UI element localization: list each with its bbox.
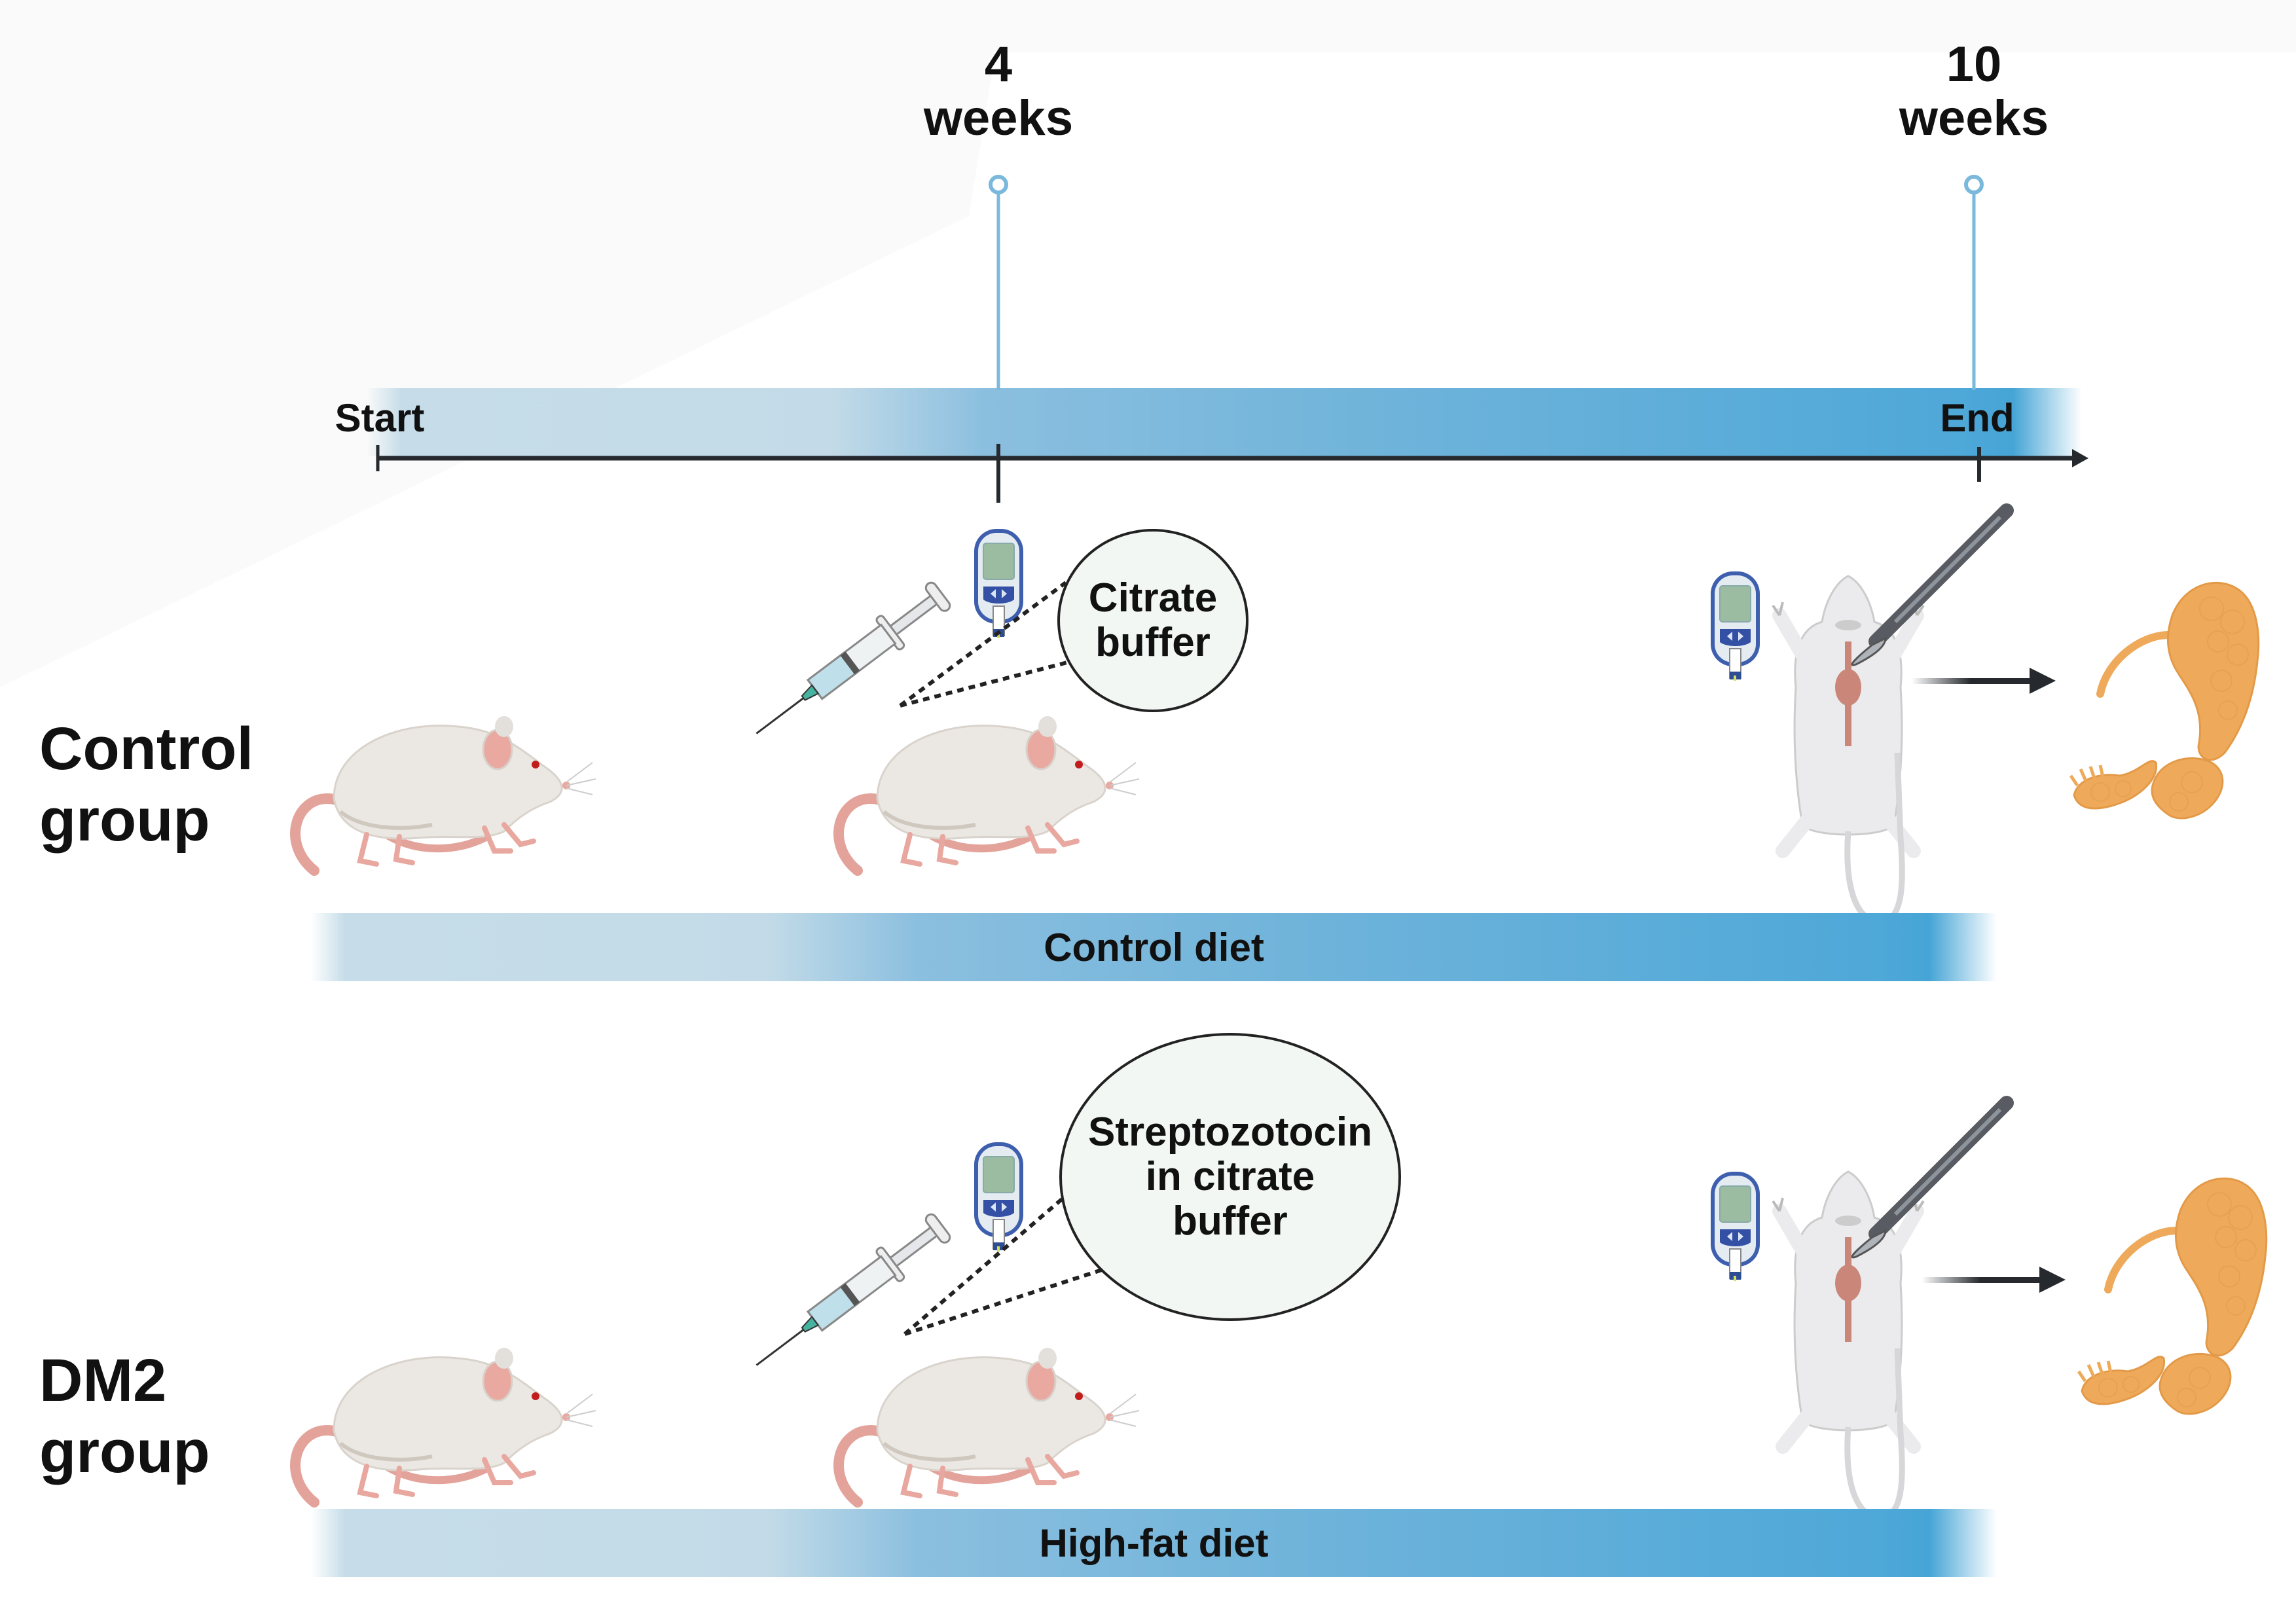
dm2-group-label: DM2 group — [39, 1345, 210, 1487]
axis-arrowhead — [2072, 449, 2088, 467]
bubble-line: in citrate — [1145, 1153, 1315, 1199]
arrow-right-icon — [1912, 668, 2056, 694]
timepoint-pins — [989, 175, 1984, 390]
timeline-start-label: Start — [335, 396, 425, 440]
timeline-bar — [367, 388, 2082, 456]
group-label-line1: Control — [39, 715, 254, 782]
high-fat-diet-bar: High-fat diet — [311, 1509, 1997, 1577]
timepoint-4-weeks-label: 4 weeks — [881, 37, 1116, 147]
callout-lines — [903, 1193, 1102, 1336]
bubble-line: buffer — [1173, 1199, 1288, 1244]
timepoint-unit: weeks — [923, 90, 1074, 147]
bubble-line: Streptozotocin — [1088, 1109, 1372, 1155]
injection-bubble: Citrate buffer — [1057, 529, 1248, 712]
timeline-axis — [376, 444, 2088, 503]
diet-label: High-fat diet — [1039, 1521, 1269, 1565]
group-label-line1: DM2 — [39, 1347, 167, 1414]
bubble-line: Citrate — [1088, 575, 1218, 621]
timepoint-number: 10 — [1946, 37, 2002, 92]
pin-4-weeks — [989, 175, 1008, 390]
timepoint-number: 4 — [984, 37, 1013, 92]
timepoint-10-weeks-label: 10 weeks — [1856, 37, 2092, 147]
pin-10-weeks — [1964, 175, 1984, 390]
diet-label: Control diet — [1044, 925, 1264, 969]
timeline-end-label: End — [1940, 396, 2014, 440]
callout-lines — [899, 581, 1091, 708]
scalpel-icon — [1853, 1103, 2003, 1247]
glucometer-icon — [1710, 1171, 1760, 1282]
group-label-line2: group — [39, 786, 210, 854]
control-diet-bar: Control diet — [311, 913, 1997, 981]
bubble-line: buffer — [1095, 620, 1211, 665]
arrow-right-icon — [1922, 1267, 2066, 1293]
control-group-label: Control group — [39, 713, 253, 856]
injection-bubble: Streptozotocin in citrate buffer — [1059, 1033, 1401, 1321]
pancreas-icon — [2069, 1159, 2265, 1434]
group-label-line2: group — [39, 1418, 210, 1485]
timepoint-unit: weeks — [1899, 90, 2049, 147]
